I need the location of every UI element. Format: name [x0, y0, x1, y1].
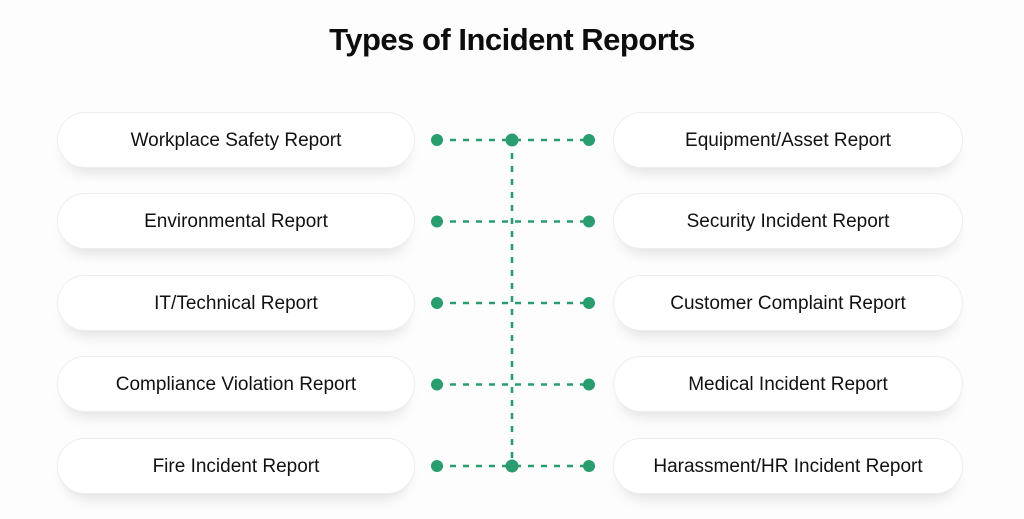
- dot-right-4: [583, 378, 595, 391]
- dot-junction-top: [505, 133, 519, 147]
- dot-left-1: [431, 134, 443, 146]
- dot-left-5: [431, 460, 443, 472]
- dot-right-3: [583, 297, 595, 309]
- node-equipment-asset-report: Equipment/Asset Report: [613, 112, 963, 168]
- dot-junction-bottom: [505, 459, 519, 473]
- dot-left-2: [431, 215, 443, 228]
- dot-right-1: [583, 134, 595, 146]
- node-security-incident-report: Security Incident Report: [613, 193, 963, 249]
- dot-left-4: [431, 378, 443, 391]
- node-workplace-safety-report: Workplace Safety Report: [57, 112, 415, 168]
- node-harassment-hr-incident-report: Harassment/HR Incident Report: [613, 438, 963, 494]
- node-customer-complaint-report: Customer Complaint Report: [613, 275, 963, 331]
- node-medical-incident-report: Medical Incident Report: [613, 356, 963, 412]
- node-it-technical-report: IT/Technical Report: [57, 275, 415, 331]
- node-environmental-report: Environmental Report: [57, 193, 415, 249]
- dot-right-5: [583, 460, 595, 472]
- dot-right-2: [583, 215, 595, 228]
- dot-left-3: [431, 297, 443, 309]
- page-title: Types of Incident Reports: [329, 22, 695, 57]
- node-fire-incident-report: Fire Incident Report: [57, 438, 415, 494]
- node-compliance-violation-report: Compliance Violation Report: [57, 356, 415, 412]
